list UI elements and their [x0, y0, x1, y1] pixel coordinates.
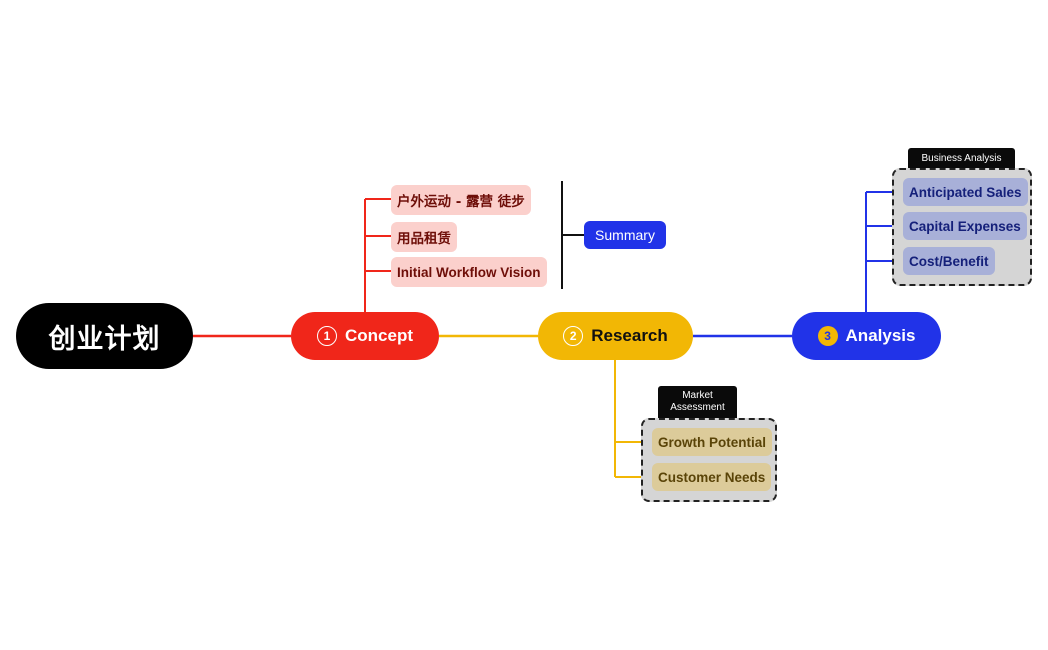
- concept-subtopic[interactable]: 用品租赁: [391, 222, 457, 252]
- analysis-subtopic-label: Anticipated Sales: [909, 184, 1022, 200]
- research-number-badge: 2: [563, 326, 584, 346]
- analysis-topic[interactable]: 3 Analysis: [792, 312, 941, 360]
- analysis-number-badge: 3: [817, 326, 838, 346]
- concept-number-badge: 1: [317, 326, 337, 346]
- analysis-topic-label: Analysis: [845, 326, 916, 345]
- research-subtopic[interactable]: Customer Needs: [652, 463, 772, 491]
- summary-label: Summary: [595, 227, 655, 243]
- market-assessment-label: Market Assessment: [670, 390, 725, 413]
- business-analysis-tag: Business Analysis: [908, 148, 1015, 169]
- research-subtopic-label: Customer Needs: [658, 469, 766, 485]
- concept-branch-lines: [364, 198, 391, 312]
- summary-node[interactable]: Summary: [584, 221, 666, 249]
- root-topic[interactable]: 创业计划: [16, 303, 193, 369]
- research-subtopic-label: Growth Potential: [658, 434, 766, 450]
- market-assessment-tag: Market Assessment: [658, 386, 737, 418]
- concept-subtopic-label: 用品租赁: [397, 231, 451, 247]
- research-topic[interactable]: 2 Research: [538, 312, 693, 360]
- analysis-subtopic-label: Capital Expenses: [909, 218, 1021, 234]
- concept-subtopic-label: 户外运动 - 露营 徒步: [397, 194, 525, 210]
- concept-topic[interactable]: 1 Concept: [291, 312, 439, 360]
- analysis-subtopic[interactable]: Cost/Benefit: [903, 247, 995, 275]
- research-subtopic[interactable]: Growth Potential: [652, 428, 772, 456]
- concept-topic-label: Concept: [345, 326, 413, 345]
- concept-subtopic[interactable]: 户外运动 - 露营 徒步: [391, 185, 531, 215]
- analysis-subtopic[interactable]: Anticipated Sales: [903, 178, 1028, 206]
- concept-subtopic[interactable]: Initial Workflow Vision: [391, 257, 547, 287]
- analysis-subtopic-label: Cost/Benefit: [909, 253, 989, 269]
- concept-subtopic-label: Initial Workflow Vision: [397, 264, 541, 280]
- summary-bracket: [561, 181, 584, 289]
- business-analysis-label: Business Analysis: [921, 152, 1002, 164]
- research-topic-label: Research: [591, 326, 668, 345]
- root-topic-label: 创业计划: [48, 323, 161, 355]
- analysis-subtopic[interactable]: Capital Expenses: [903, 212, 1027, 240]
